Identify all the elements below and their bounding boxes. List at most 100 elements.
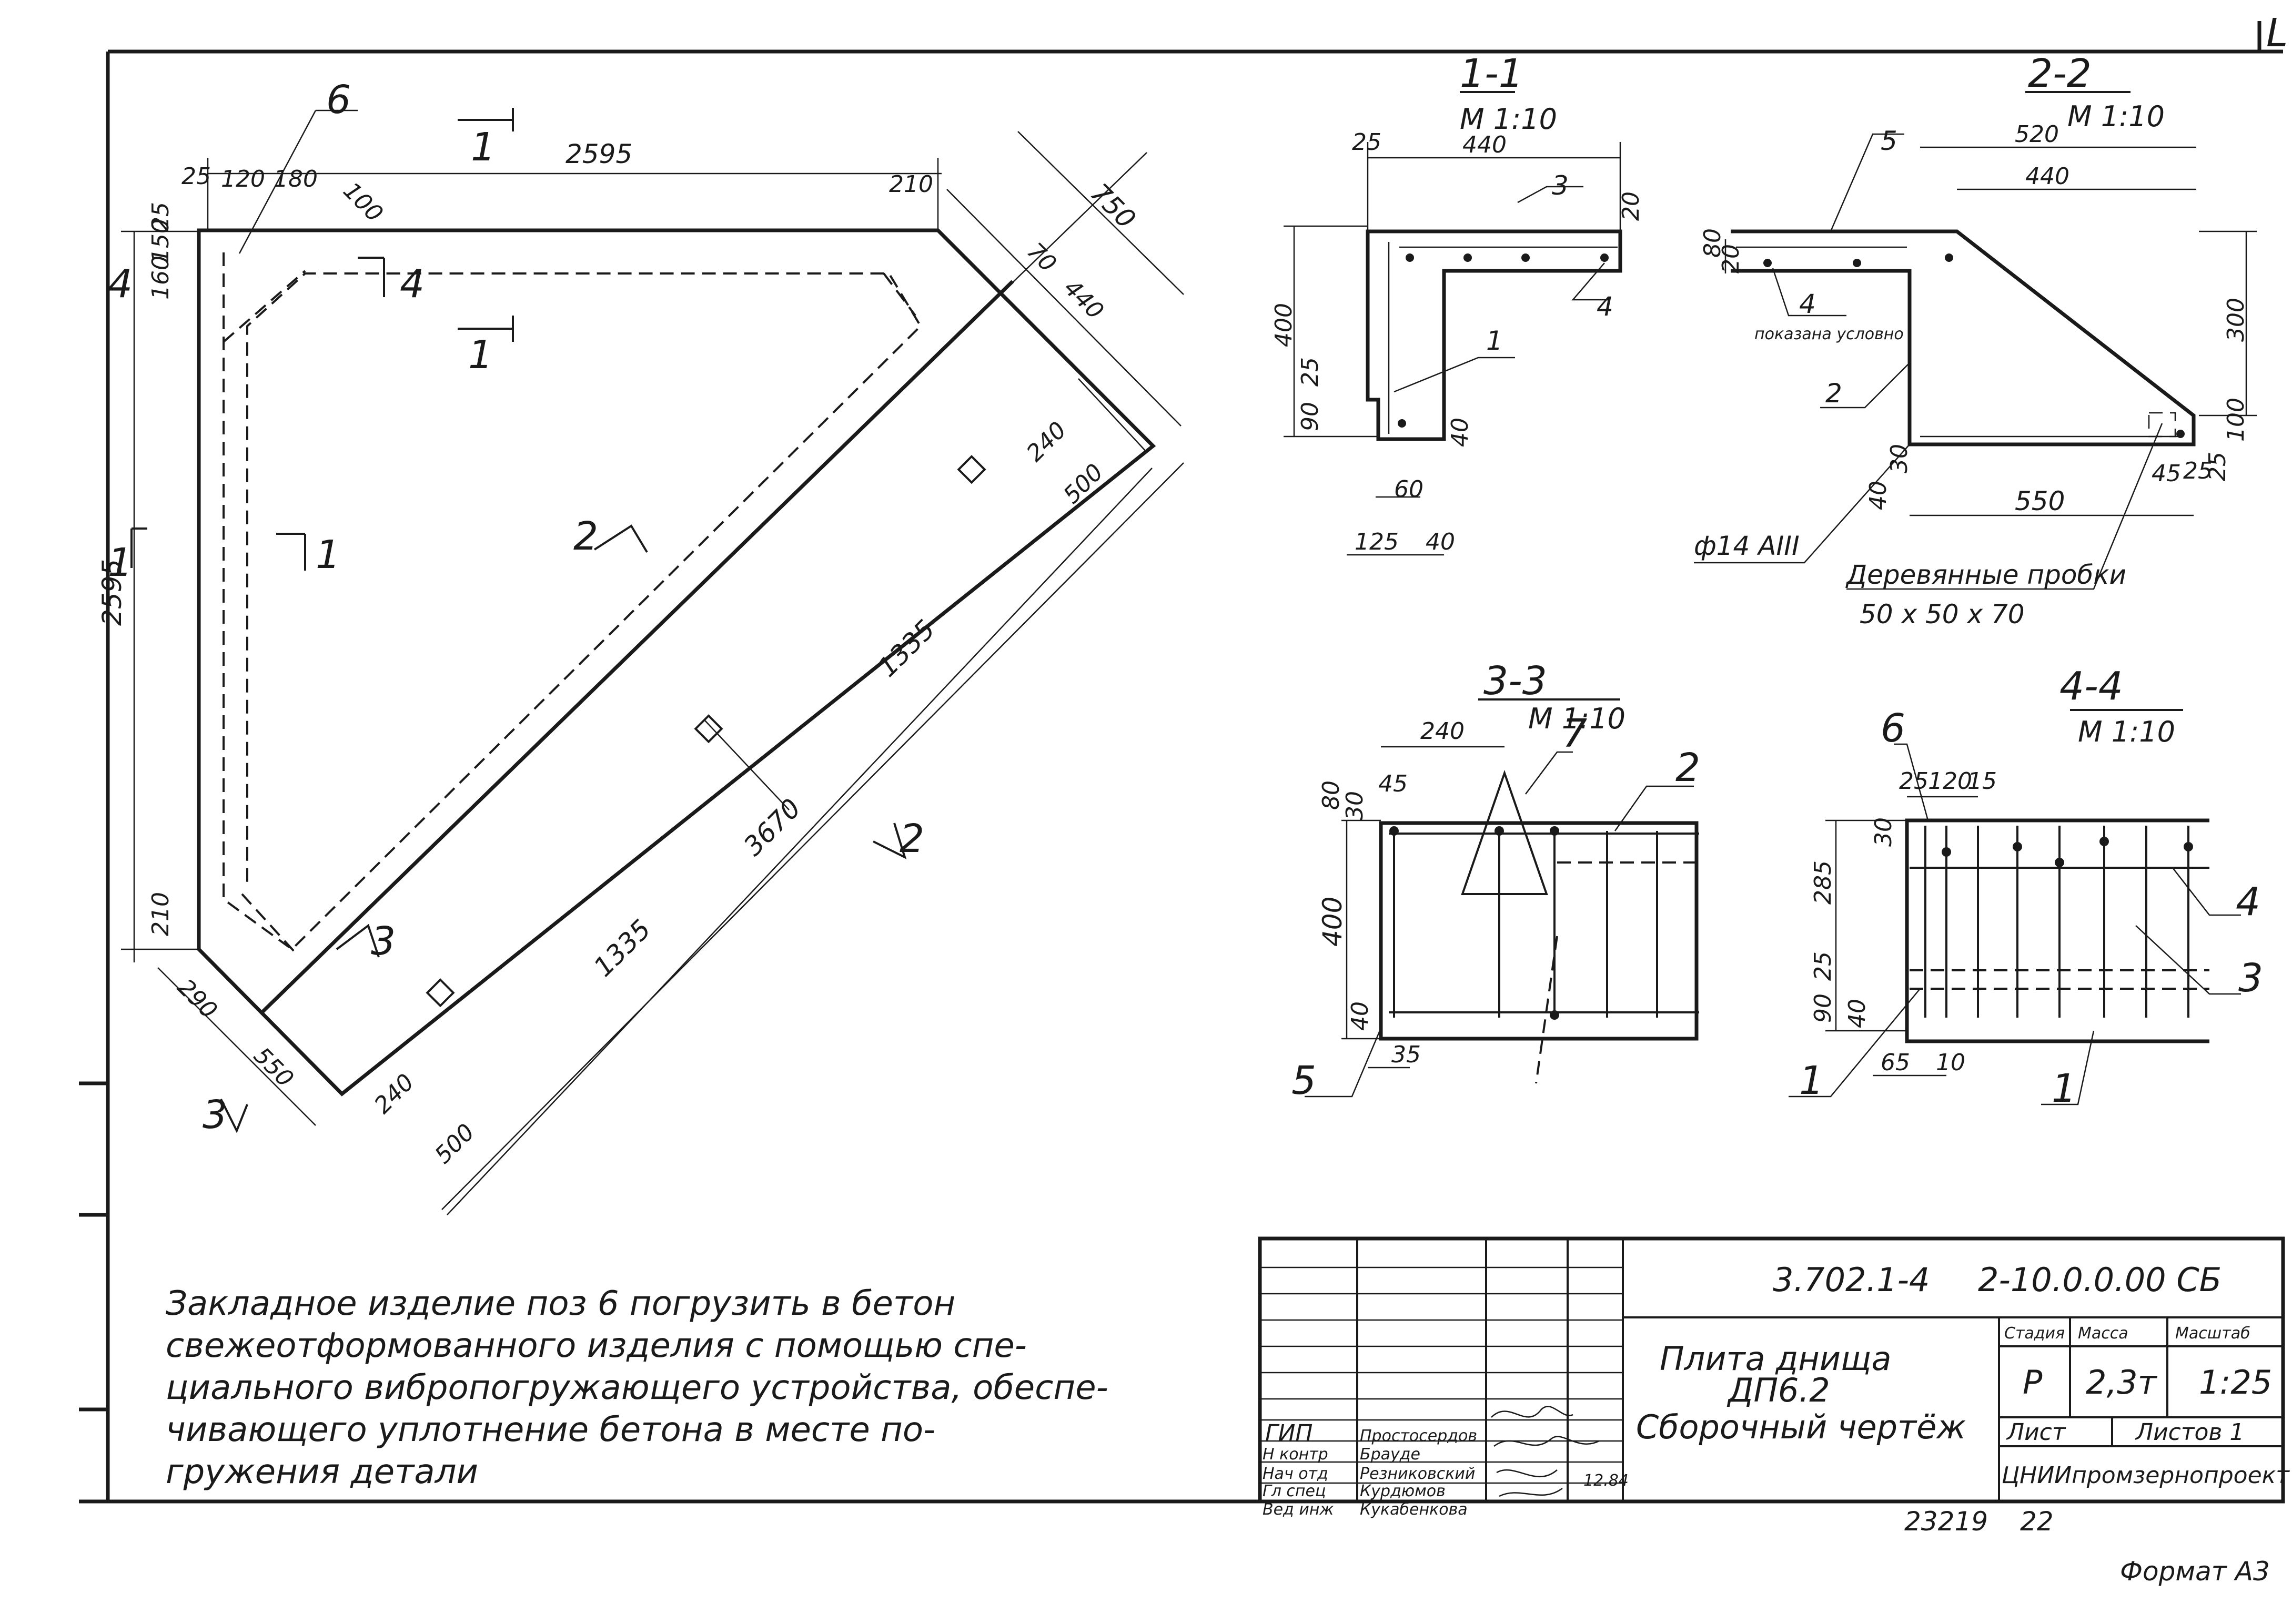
section-2-2-dim-30: 30 xyxy=(1886,444,1913,473)
sign-date: 12.84 xyxy=(1583,1471,1629,1490)
section-2-2-dim-100: 100 xyxy=(2223,398,2249,442)
section-1-1-dim-60: 60 xyxy=(1394,476,1423,503)
role-ved-inzh: Вед инж xyxy=(1263,1500,1334,1519)
plan-hidden-outline xyxy=(223,252,922,951)
signature xyxy=(1491,1406,1600,1497)
product-name: Плита днища xyxy=(1660,1339,1891,1378)
section-1-1-title: 1-1 xyxy=(1460,51,1523,96)
footer-number: 22 xyxy=(2020,1506,2054,1537)
section-3-3-dim-400: 400 xyxy=(1317,897,1348,947)
title-block xyxy=(1258,1236,2285,1504)
section-2-2-dim-25b: 25 xyxy=(2204,452,2231,481)
section-3-3 xyxy=(1305,698,1699,1098)
section-3-3-dim-80: 80 xyxy=(1318,780,1345,810)
section-1-1-callout-4: 4 xyxy=(1597,291,1613,322)
section-3-3-dim-40: 40 xyxy=(1347,1001,1374,1031)
section-2-2-rebar-label: ф14 АIII xyxy=(1694,531,1800,561)
section-4-4-dim-30: 30 xyxy=(1870,817,1897,847)
stage-header: Стадия xyxy=(2004,1324,2065,1343)
section-2-2 xyxy=(1694,91,2257,590)
section-2-2-callout-2: 2 xyxy=(1825,378,1842,409)
section-3-3-dim-35: 35 xyxy=(1391,1041,1421,1068)
plan-dim-25: 25 xyxy=(181,163,211,190)
section-1-1-dim-20: 20 xyxy=(1618,191,1644,221)
section-1-1-dim-40b: 40 xyxy=(1426,529,1455,555)
section-4-4-dim-90: 90 xyxy=(1810,993,1836,1023)
name-ved-inzh: Кукабенкова xyxy=(1360,1500,1468,1519)
note-line: свежеотформованного изделия с помощью сп… xyxy=(166,1326,1027,1365)
name-n-kontr: Брауде xyxy=(1360,1445,1420,1464)
name-gl-spec: Курдюмов xyxy=(1360,1482,1446,1500)
section-1-1-rebar-dots xyxy=(1398,253,1609,428)
section-1-1-outline xyxy=(1366,229,1622,441)
plan-inner-edge xyxy=(260,280,1014,1014)
plan-section-label-4a: 4 xyxy=(108,261,133,307)
section-4-4-dim-15: 15 xyxy=(1967,768,1997,795)
section-2-2-plugs-label: Деревянные пробки xyxy=(1845,560,2126,590)
section-2-2-dim-440: 440 xyxy=(2025,163,2069,190)
plan-section-label-1a: 1 xyxy=(471,125,496,170)
sheets-label: Листов 1 xyxy=(2135,1419,2244,1446)
plan-dim-210-bottom: 210 xyxy=(147,892,174,936)
plan-section-label-4b: 4 xyxy=(400,261,425,307)
section-4-4-dim-120: 120 xyxy=(1928,768,1972,795)
role-n-kontr: Н контр xyxy=(1263,1445,1328,1464)
embedded-plates xyxy=(426,455,986,1008)
stage-value: Р xyxy=(2023,1363,2043,1402)
plan-dim-25-left: 25 xyxy=(147,202,174,231)
section-4-4-callout-4: 4 xyxy=(2236,879,2260,925)
plan-dim-180: 180 xyxy=(274,166,318,192)
section-3-3-title: 3-3 xyxy=(1483,658,1547,704)
plan-section-label-1c: 1 xyxy=(108,540,133,585)
section-4-4-dim-65: 65 xyxy=(1881,1049,1910,1076)
section-1-1-dim-40: 40 xyxy=(1447,418,1473,447)
plan-outline xyxy=(197,228,1156,1097)
section-4-4-outline xyxy=(1905,818,2209,1043)
section-1-1-dim-125: 125 xyxy=(1355,529,1399,555)
role-gip: ГИП xyxy=(1265,1420,1313,1447)
inventory-number: 23219 xyxy=(1904,1506,1988,1537)
section-2-2-dim-550: 550 xyxy=(2015,486,2065,516)
section-3-3-scale: М 1:10 xyxy=(1528,702,1625,735)
mass-header: Масса xyxy=(2078,1324,2128,1343)
section-4-4-dim-10: 10 xyxy=(1936,1049,1965,1076)
note-line: чивающего уплотнение бетона в месте по- xyxy=(166,1410,935,1449)
plan-dim-left: 2595 xyxy=(97,559,127,626)
section-1-1-dim-400: 400 xyxy=(1270,303,1297,347)
plan-dim-150: 150 xyxy=(147,219,174,263)
section-1-1-dim-25: 25 xyxy=(1352,129,1381,156)
plan-dimension-lines xyxy=(121,131,1184,1215)
note-line: циального вибропогружающего устройства, … xyxy=(166,1368,1108,1407)
plan-section-label-1b: 1 xyxy=(468,332,493,378)
section-2-2-dim-80: 80 xyxy=(1699,228,1726,258)
plan-section-label-2a: 2 xyxy=(573,514,598,559)
plan-section-markers xyxy=(130,108,907,1133)
note-line: Закладное изделие поз 6 погрузить в бето… xyxy=(166,1284,955,1323)
section-1-1 xyxy=(1284,91,1622,556)
section-2-2-outline xyxy=(1731,229,2196,446)
role-nach-otd: Нач отд xyxy=(1263,1465,1328,1483)
section-3-3-callout-7: 7 xyxy=(1562,711,1587,756)
section-2-2-dimension-lines xyxy=(1724,146,2257,516)
section-2-2-dim-520: 520 xyxy=(2015,121,2059,148)
section-2-2-scale: М 1:10 xyxy=(2067,100,2165,133)
section-2-2-plugs-size: 50 х 50 х 70 xyxy=(1860,599,2025,630)
section-4-4-dim-285: 285 xyxy=(1810,860,1836,905)
section-4-4-callout-1b: 1 xyxy=(2052,1066,2076,1111)
section-2-2-dim-25: 25 xyxy=(2183,458,2213,484)
section-1-1-dim-25b: 25 xyxy=(1297,357,1324,387)
section-2-2-dim-300: 300 xyxy=(2223,298,2249,342)
section-3-3-embedded-triangle xyxy=(1461,769,1548,895)
section-1-1-callout-3: 3 xyxy=(1552,170,1569,201)
plan-dim-160: 160 xyxy=(147,256,174,300)
section-3-3-outline xyxy=(1379,821,1699,1041)
plan-section-label-1d: 1 xyxy=(316,532,340,577)
corner-mark: L xyxy=(2266,11,2288,56)
section-4-4-dim-25b: 25 xyxy=(1810,951,1836,981)
assembly-note: Закладное изделие поз 6 погрузить в бето… xyxy=(166,1284,1108,1491)
section-3-3-callout-5: 5 xyxy=(1291,1058,1316,1103)
section-4-4 xyxy=(1789,709,2241,1105)
section-4-4-scale: М 1:10 xyxy=(2078,715,2175,748)
name-gip: Простосердов xyxy=(1360,1427,1477,1445)
